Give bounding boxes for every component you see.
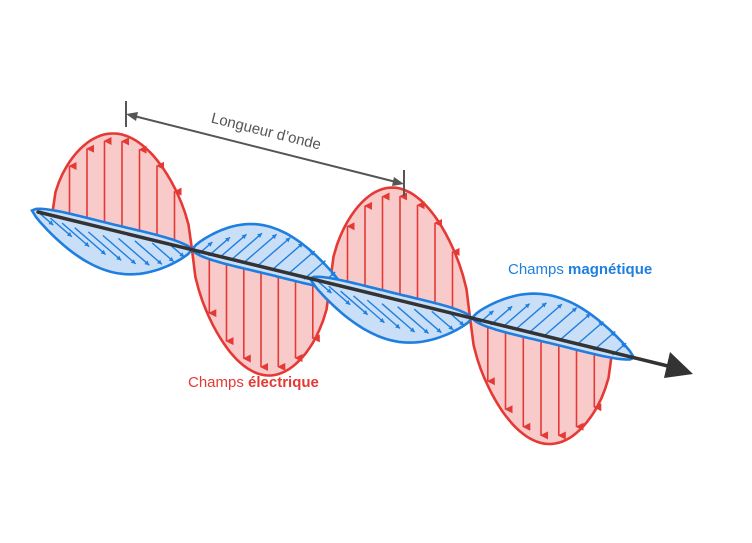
magnetic-vector [151, 242, 175, 263]
propagation-axis [36, 210, 693, 378]
electric-field-label: Champs électrique [188, 374, 319, 391]
magnetic-vector [381, 303, 416, 333]
magnetic-vector [366, 299, 401, 330]
magnetic-vector [528, 303, 563, 334]
magnetic-vector [413, 308, 442, 334]
magnetic-vector [431, 310, 454, 331]
magnetic-vector [102, 234, 137, 265]
magnetic-vector [230, 232, 263, 261]
magnetic-vector [353, 295, 385, 324]
magnetic-vector [559, 313, 591, 341]
magnetic-vector [397, 306, 429, 335]
magnetic-vector [256, 237, 291, 267]
magnetic-vector [218, 233, 247, 259]
magnetic-vector [271, 242, 304, 271]
magnetic-vector [287, 250, 316, 276]
magnetic-vector [49, 217, 73, 238]
electric-field-wave [50, 132, 614, 446]
magnetic-vector [340, 290, 369, 316]
magnetic-vector [61, 222, 90, 248]
magnetic-vector [74, 227, 107, 256]
magnetic-vector [515, 302, 547, 331]
magnetic-vector [303, 260, 326, 280]
propagation-arrow-icon [664, 352, 693, 378]
magnetic-vector [243, 233, 278, 264]
magnetic-vector [134, 240, 163, 265]
magnetic-vector [502, 303, 531, 328]
magnetic-vector [328, 285, 351, 306]
magnetic-field-label: Champs magnétique [508, 261, 652, 278]
dimension-arrow-icon [126, 112, 138, 121]
magnetic-lobe [470, 292, 636, 361]
wavelength-label: Longueur d’onde [209, 110, 322, 154]
magnetic-vector [543, 307, 578, 337]
dimension-arrow-icon [392, 177, 404, 186]
magnetic-vector [117, 237, 150, 266]
magnetic-vector [87, 231, 122, 261]
magnetic-vector [575, 321, 604, 346]
